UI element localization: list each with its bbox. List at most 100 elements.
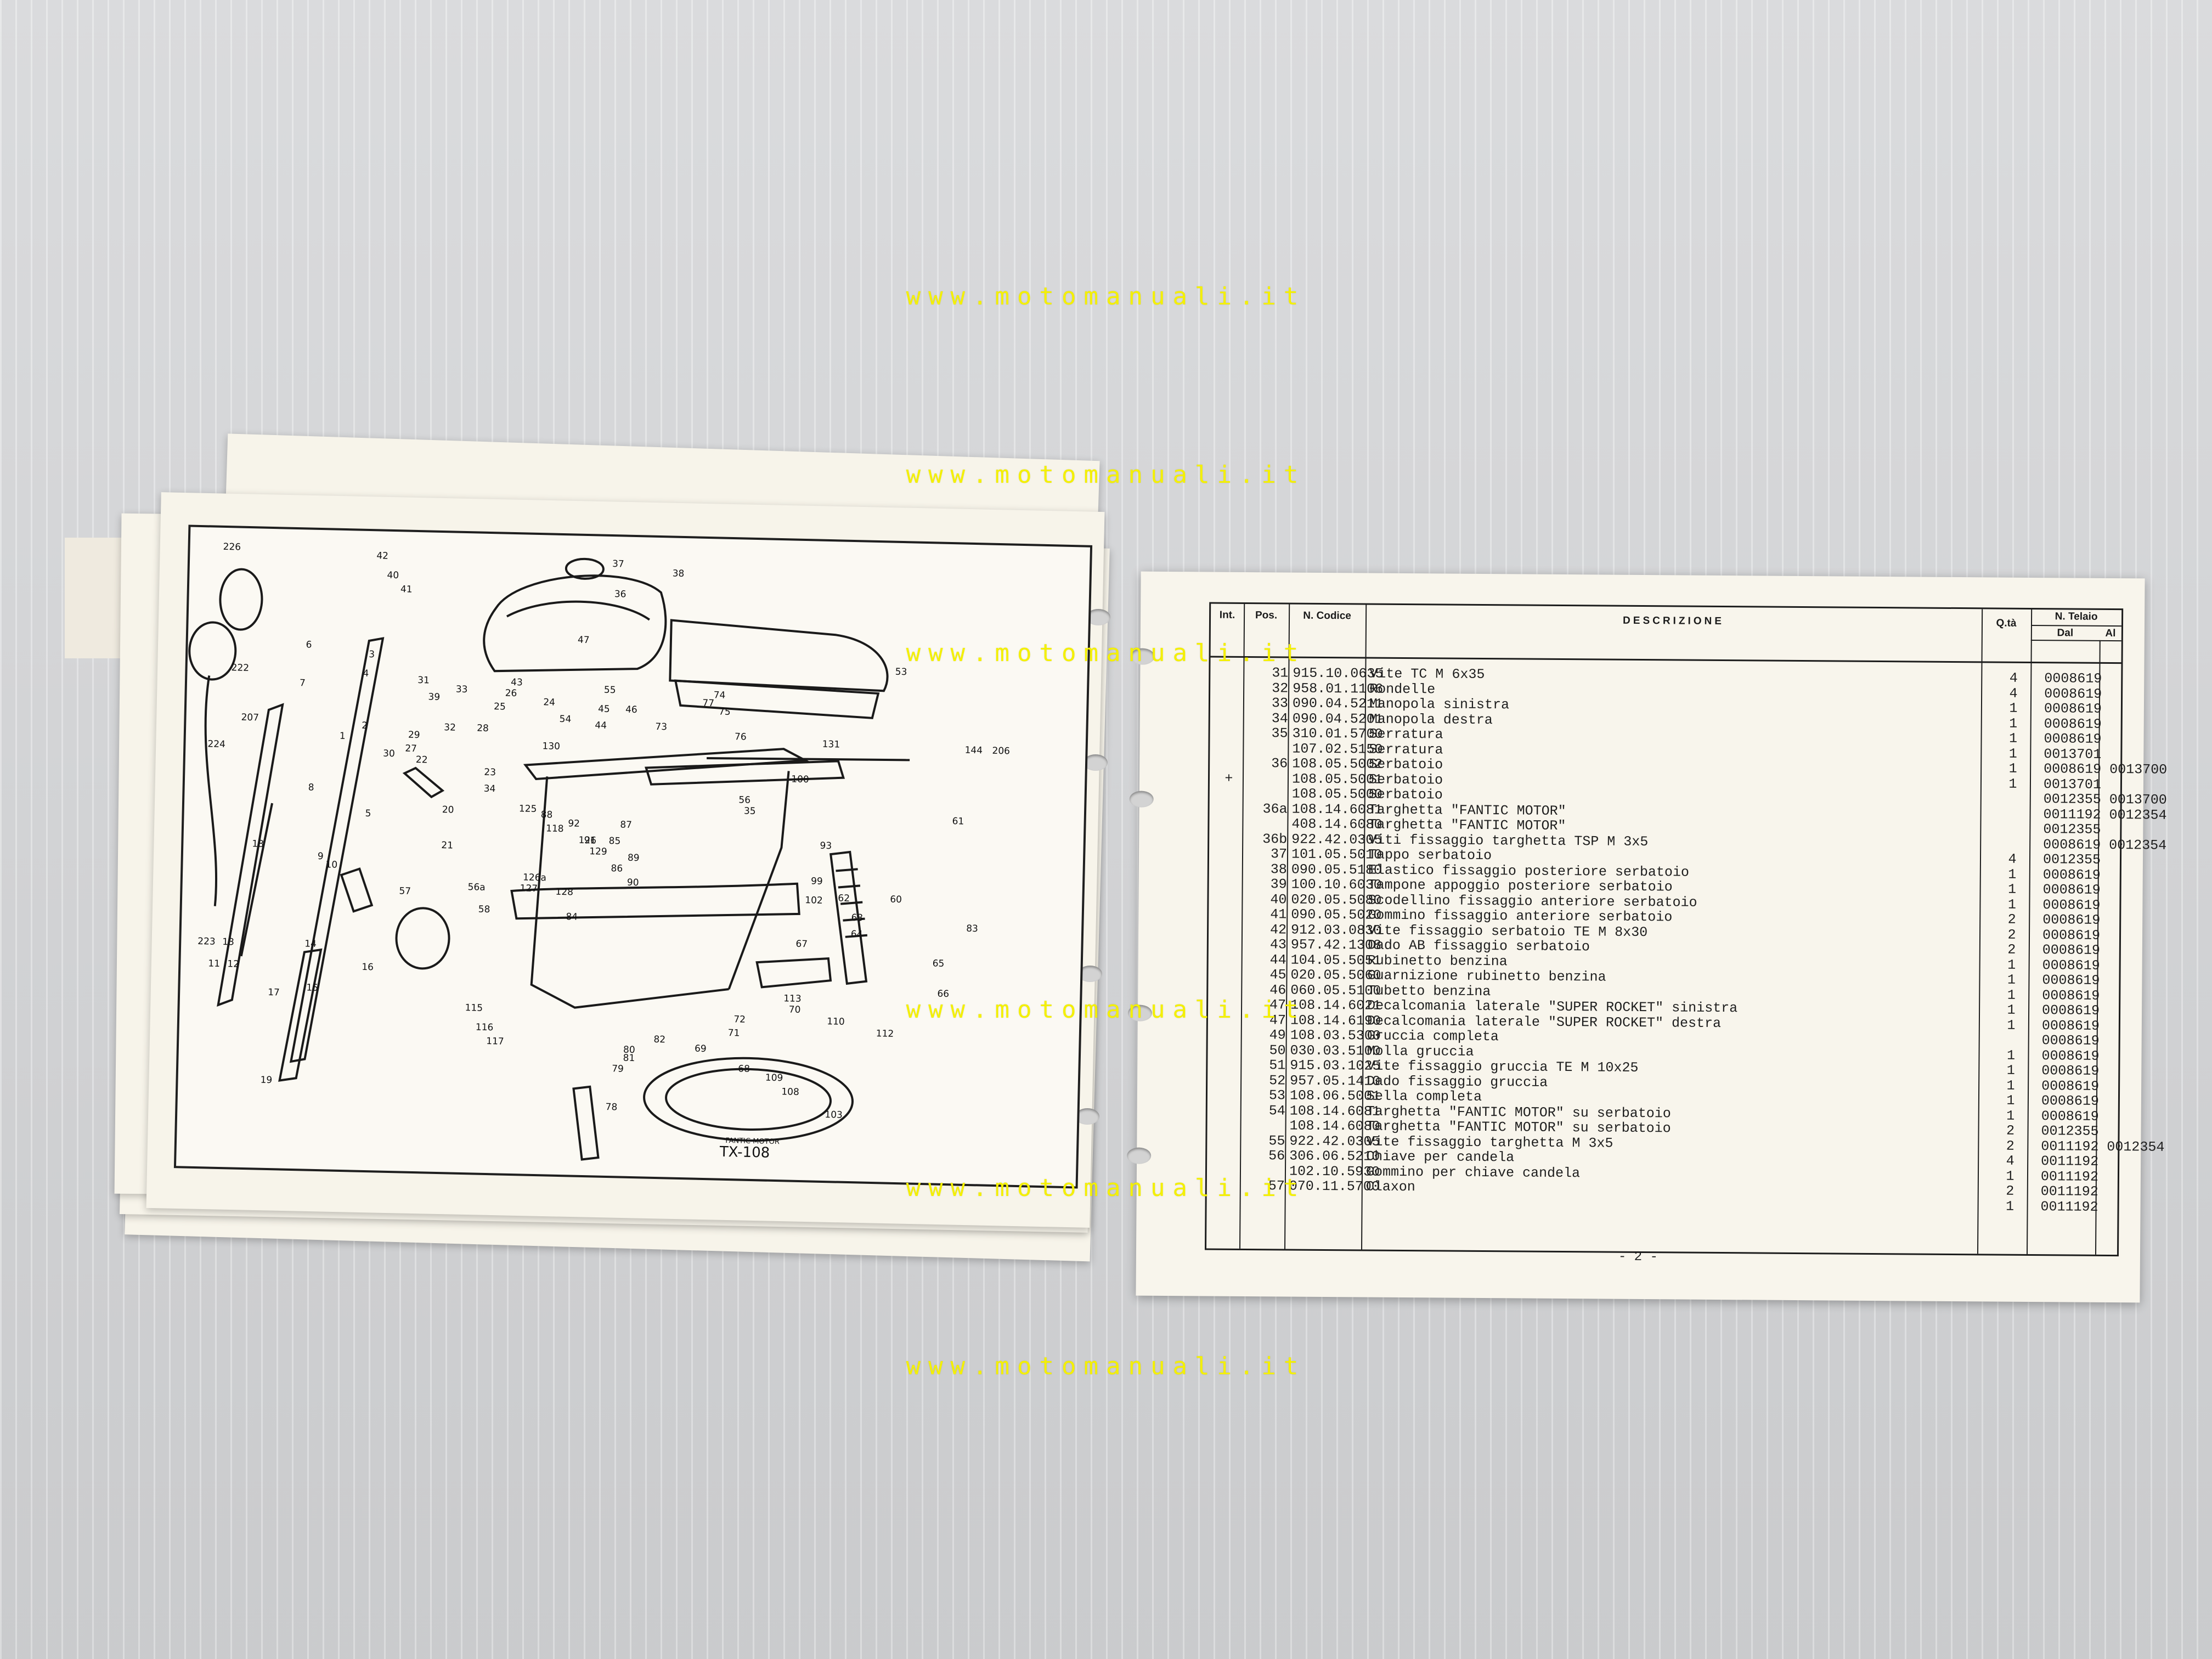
watermark: www.motomanuali.it [906, 461, 1306, 489]
cell-qty: 2 [2006, 1122, 2015, 1139]
callout-label: 66 [937, 989, 949, 1000]
callout-label: 15 [306, 983, 318, 994]
exhaust-pipe [510, 882, 800, 920]
cell-desc: Guarnizione rubinetto benzina [1367, 967, 1606, 985]
header-description: DESCRIZIONE [1623, 614, 1725, 628]
callout-label: 72 [733, 1014, 746, 1025]
callout-label: 93 [820, 840, 832, 851]
callout-label: 110 [827, 1016, 845, 1028]
callout-label: 2 [362, 720, 368, 731]
callout-label: 56 [738, 794, 751, 805]
callout-labels: 226 42 40 41 37 36 38 47 53 3 4 31 33 43… [198, 541, 1010, 1121]
cell-dal: 0008619 [2041, 1063, 2100, 1079]
callout-label: 113 [783, 993, 802, 1005]
cell-qty: 1 [2006, 1092, 2015, 1109]
callout-label: 222 [231, 662, 249, 674]
callout-label: 75 [719, 706, 731, 717]
cell-dal: 0012355 [2041, 1123, 2099, 1139]
cell-pos: 49 [1269, 1027, 1286, 1043]
chain-cover [665, 1068, 832, 1131]
shock-absorber [829, 850, 868, 985]
callout-label: 4 [363, 668, 369, 679]
callout-label: 130 [542, 741, 560, 752]
cell-pos [1241, 1163, 1285, 1164]
cell-pos: 36b [1262, 831, 1288, 848]
fork-leg-left [217, 703, 284, 1007]
callout-label: 45 [598, 703, 610, 714]
binder-hole [1129, 791, 1154, 808]
speedometer-gauge [188, 621, 237, 681]
watermark: www.motomanuali.it [906, 283, 1306, 311]
callout-label: 37 [612, 558, 624, 569]
cell-dal: 0008619 [2044, 670, 2102, 687]
header-to: Al [2105, 627, 2116, 640]
cell-qty: 2 [2007, 911, 2016, 928]
maker-caption: FANTIC MOTOR TX-108 [719, 1137, 779, 1161]
seat-base [674, 679, 880, 719]
cell-desc: Rubinetto benzina [1367, 952, 1508, 969]
cell-qty: 4 [2006, 1153, 2015, 1169]
cell-qty: 1 [2009, 715, 2018, 732]
callout-label: 71 [728, 1028, 740, 1039]
cell-desc: Chiave per candela [1366, 1148, 1515, 1166]
cell-qty: 1 [2006, 1062, 2015, 1079]
callout-label: 30 [383, 748, 395, 759]
parts-table: Int. Pos. N. Codice DESCRIZIONE Q.tà N. … [1204, 602, 2167, 1257]
callout-label: 129 [589, 846, 607, 857]
callout-label: 3 [369, 649, 375, 660]
callout-label: 118 [546, 823, 564, 834]
callout-label: 12 [227, 958, 239, 969]
callout-label: 60 [890, 894, 902, 905]
cell-desc: Vite TC M 6x35 [1369, 665, 1485, 683]
cell-qty: 2 [2007, 927, 2016, 943]
cell-qty: 1 [2008, 746, 2017, 762]
callout-label: 102 [805, 895, 823, 906]
callout-label: 80 [623, 1045, 635, 1056]
cell-desc: Molla gruccia [1367, 1043, 1474, 1060]
cell-dal: 0012355 [2043, 821, 2101, 838]
cell-pos: 51 [1269, 1057, 1286, 1074]
speedometer-housing [219, 568, 263, 631]
callout-label: 10 [325, 859, 337, 870]
fork-tube-left [240, 803, 274, 957]
callout-label: 55 [604, 685, 616, 696]
cell-qty: 1 [2007, 957, 2016, 973]
callout-label: 86 [611, 863, 623, 874]
cell-dal: 0008619 [2042, 866, 2101, 883]
callout-label: 125 [519, 803, 537, 815]
model-label: TX-108 [719, 1144, 770, 1161]
cell-qty: 1 [2008, 760, 2017, 777]
callout-label: 64 [851, 929, 863, 940]
callout-label: 76 [735, 731, 747, 742]
callout-label: 58 [478, 904, 490, 915]
callout-label: 28 [477, 723, 489, 733]
callout-label: 24 [543, 697, 555, 708]
callout-label: 67 [795, 939, 808, 950]
cell-qty: 4 [2009, 670, 2018, 686]
callout-label: 63 [851, 912, 863, 923]
cell-dal: 0008619 [2041, 1108, 2099, 1125]
callout-label: 16 [362, 962, 374, 973]
cell-dal: 0008619 [2044, 685, 2102, 702]
cell-qty: 1 [2007, 896, 2017, 913]
cell-al: 0012354 [2109, 806, 2167, 823]
callout-label: 88 [540, 809, 552, 820]
cell-pos: 55 [1268, 1132, 1285, 1149]
fork-lower-right [278, 948, 323, 1082]
cell-pos: 32 [1272, 680, 1289, 697]
cell-dal: 0008619 [2041, 1093, 2100, 1109]
callout-label: 77 [702, 698, 714, 709]
cell-qty: 1 [2009, 700, 2018, 716]
horn [395, 907, 450, 970]
cell-dal: 0008619 [2041, 1032, 2100, 1049]
callout-label: 131 [822, 739, 840, 751]
callout-label: 40 [387, 570, 399, 581]
exploded-diagram: 226 42 40 41 37 36 38 47 53 3 4 31 33 43… [188, 541, 1010, 1161]
callout-label: 109 [765, 1073, 783, 1084]
callout-label: 26 [505, 688, 517, 699]
frame-top-tube [523, 748, 810, 781]
callout-label: 89 [628, 853, 640, 864]
cell-pos: 38 [1270, 861, 1287, 877]
cell-pos: 36a [1262, 800, 1288, 817]
cell-qty: 1 [2008, 730, 2018, 747]
